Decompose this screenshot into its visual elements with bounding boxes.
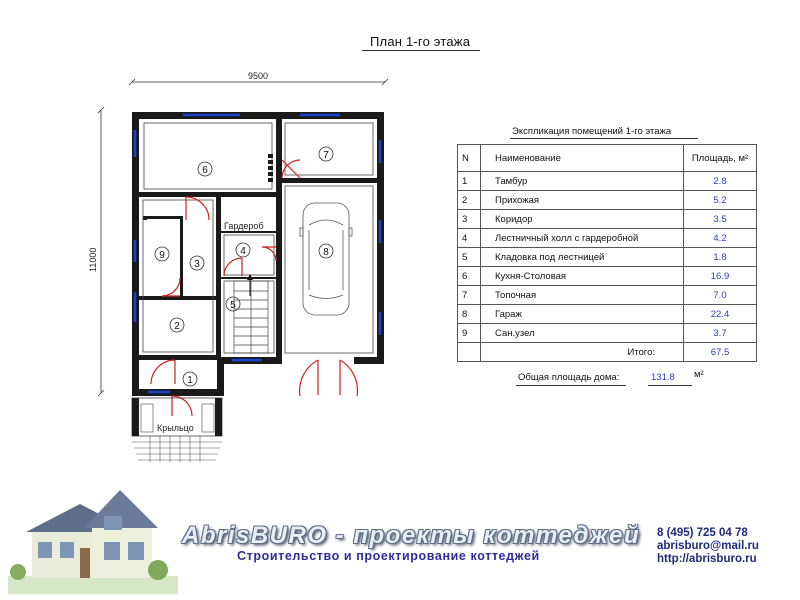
doors: [150, 159, 359, 417]
room-number-4: 4: [240, 246, 246, 257]
row-area: 3.7: [683, 323, 757, 343]
page-title: План 1-го этажа: [370, 34, 471, 49]
page-title-underline: [362, 50, 480, 51]
row-name: Тамбур: [480, 171, 684, 191]
house-illustration-icon: [8, 490, 178, 594]
house-total-unit: м²: [694, 369, 704, 380]
row-num: 8: [457, 304, 481, 324]
contact-email[interactable]: abrisburo@mail.ru: [657, 540, 759, 552]
explication-title-underline: [510, 138, 698, 139]
room-marker-8: [318, 243, 334, 259]
table-header-row: N Наименование Площадь, м²: [457, 144, 757, 172]
row-num: 6: [457, 266, 481, 286]
header-name: Наименование: [480, 144, 684, 172]
porch: Крыльцо: [131, 397, 223, 462]
row-num: 3: [457, 209, 481, 229]
room-marker-1: [182, 371, 198, 387]
room-number-5: 5: [230, 300, 236, 311]
row-area: 16.9: [683, 266, 757, 286]
kitchen-counter: [268, 154, 273, 182]
house-total-value: 131.8: [651, 372, 675, 383]
total-value: 67.5: [683, 342, 757, 362]
car-icon: [299, 202, 353, 316]
row-area: 5.2: [683, 190, 757, 210]
room-numbers: 1 2 3 4 5 6 7 8 9: [159, 150, 329, 386]
room-marker-3: [189, 255, 205, 271]
row-area: 4.2: [683, 228, 757, 248]
room-marker-4: [235, 242, 251, 258]
row-name: Сан.узел: [480, 323, 684, 343]
room-markers: [154, 146, 334, 387]
contact-phone: 8 (495) 725 04 78: [657, 527, 748, 539]
row-area: 3.5: [683, 209, 757, 229]
room-marker-2: [169, 317, 185, 333]
room-marker-6: [197, 161, 213, 177]
height-dimension-label: 11000: [88, 248, 98, 272]
room-marker-9: [154, 246, 170, 262]
width-dimension-label: 9500: [248, 71, 268, 81]
floor-plan: 9500 11000: [88, 71, 389, 462]
brand-name: AbrisBURO - проекты коттеджей: [182, 522, 641, 549]
row-num: 5: [457, 247, 481, 267]
explication-title: Экспликация помещений 1-го этажа: [512, 126, 672, 137]
room-number-8: 8: [323, 247, 329, 258]
height-dimension: 11000: [88, 106, 105, 397]
windows: [133, 113, 382, 394]
row-name: Кладовка под лестницей: [480, 247, 684, 267]
staircase: [233, 280, 269, 354]
room-number-1: 1: [187, 375, 193, 386]
contact-url[interactable]: http://abrisburo.ru: [657, 553, 757, 565]
porch-label: Крыльцо: [157, 423, 194, 433]
row-name: Топочная: [480, 285, 684, 305]
row-name: Прихожая: [480, 190, 684, 210]
row-name: Коридор: [480, 209, 684, 229]
row-name: Лестничный холл с гардеробной: [480, 228, 684, 248]
stair-arrow-icon: [247, 274, 253, 296]
house-total-value-underline: [648, 385, 692, 386]
room-number-7: 7: [323, 150, 329, 161]
header-area: Площадь, м²: [683, 144, 757, 172]
row-area: 7.0: [683, 285, 757, 305]
row-area: 2.8: [683, 171, 757, 191]
contact-block: 8 (495) 725 04 78 abrisburo@mail.ru http…: [657, 527, 759, 566]
table-total-row: Итого:67.5: [457, 342, 757, 362]
header-num: N: [457, 144, 481, 172]
house-total-label: Общая площадь дома:: [518, 372, 620, 383]
row-num: 2: [457, 190, 481, 210]
row-area: 1.8: [683, 247, 757, 267]
row-name: Кухня-Столовая: [480, 266, 684, 286]
partitions: [142, 122, 374, 354]
row-area: 22.4: [683, 304, 757, 324]
room-marker-5: [225, 296, 241, 312]
row-name: Гараж: [480, 304, 684, 324]
room-number-6: 6: [202, 165, 208, 176]
room-number-3: 3: [194, 259, 200, 270]
total-num-cell: [457, 342, 481, 362]
room-number-9: 9: [159, 250, 165, 261]
width-dimension: 9500: [128, 71, 389, 86]
total-label: Итого:: [480, 342, 684, 362]
row-num: 4: [457, 228, 481, 248]
brand-tagline: Строительство и проектирование коттеджей: [237, 549, 540, 563]
house-total-label-underline: [516, 385, 626, 386]
row-num: 1: [457, 171, 481, 191]
wardrobe-label: Гардероб: [224, 221, 264, 231]
room-number-2: 2: [174, 321, 180, 332]
row-num: 9: [457, 323, 481, 343]
room-marker-7: [318, 146, 334, 162]
row-num: 7: [457, 285, 481, 305]
